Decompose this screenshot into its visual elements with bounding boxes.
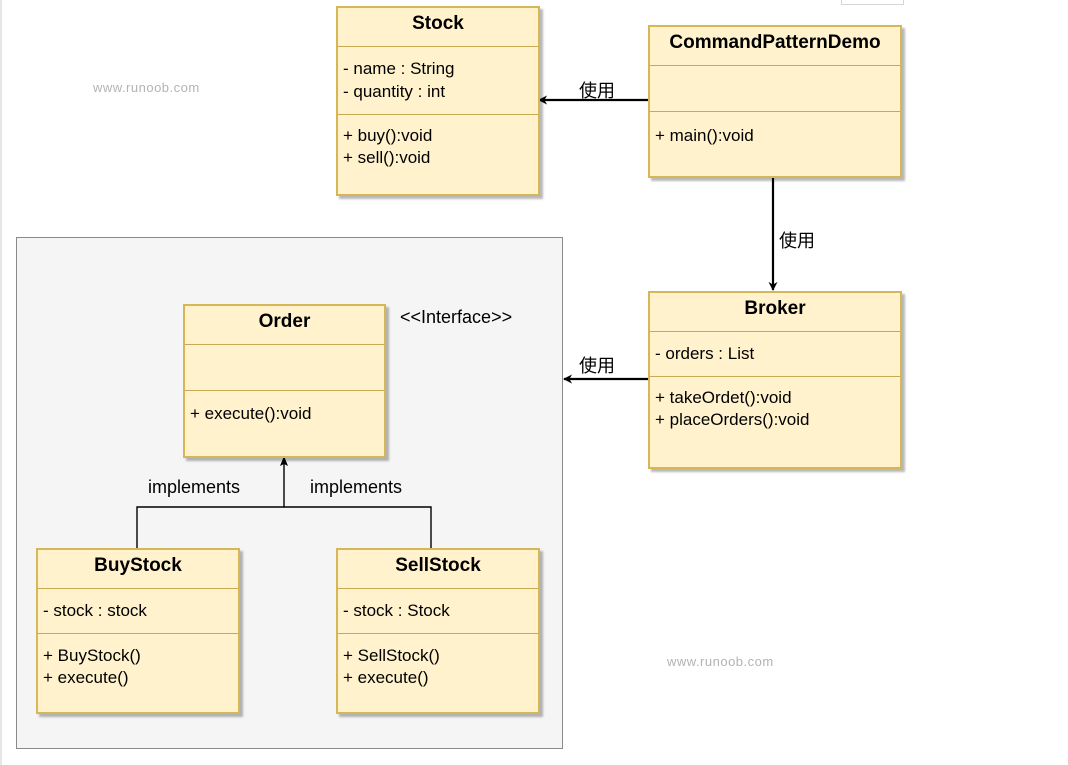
class-demo-method: + main():void <box>655 126 754 145</box>
class-demo-title: CommandPatternDemo <box>669 32 881 53</box>
class-buystock-title: BuyStock <box>94 555 182 576</box>
class-demo-divider-2 <box>650 111 900 112</box>
class-broker-divider-1 <box>650 331 900 332</box>
class-stock-divider-2 <box>338 114 538 115</box>
edge-label-demo-to-broker: 使用 <box>779 231 815 251</box>
edge-label-demo-to-stock: 使用 <box>579 81 615 101</box>
interface-stereotype-label: <<Interface>> <box>400 307 513 327</box>
class-stock-divider-1 <box>338 46 538 47</box>
canvas-left-edge <box>0 0 2 765</box>
class-broker-divider-2 <box>650 376 900 377</box>
class-stock[interactable]: Stock - name : String - quantity : int +… <box>336 6 540 196</box>
class-command-pattern-demo[interactable]: CommandPatternDemo + main():void <box>648 25 902 178</box>
edge-label-broker-to-orders: 使用 <box>579 356 615 376</box>
class-sellstock-method: + execute() <box>343 668 429 687</box>
class-demo-divider-1 <box>650 65 900 66</box>
class-stock-method: + sell():void <box>343 148 431 167</box>
class-sellstock-divider-2 <box>338 633 538 634</box>
class-stock-method: + buy():void <box>343 126 433 145</box>
class-buystock-divider-1 <box>38 588 238 589</box>
class-stock-attribute: - quantity : int <box>343 82 446 101</box>
class-broker-title: Broker <box>744 298 806 319</box>
edge-label-buy-implements: implements <box>148 477 241 497</box>
canvas-top-tab <box>841 0 904 5</box>
interface-order[interactable]: Order + execute():void <box>183 304 386 458</box>
edge-buystock-implements-order <box>136 456 288 548</box>
class-sellstock-divider-1 <box>338 588 538 589</box>
interface-order-title: Order <box>258 311 311 332</box>
class-broker[interactable]: Broker - orders : List + takeOrdet():voi… <box>648 291 902 469</box>
class-buystock-method: + execute() <box>43 668 129 687</box>
interface-order-divider-2 <box>185 390 384 391</box>
class-sellstock-method: + SellStock() <box>343 646 440 665</box>
interface-order-divider-1 <box>185 344 384 345</box>
edge-label-sell-implements: implements <box>310 477 403 497</box>
edge-sellstock-implements-order <box>284 506 432 548</box>
class-stock-attribute: - name : String <box>343 59 455 78</box>
class-broker-attribute: - orders : List <box>655 344 755 363</box>
class-broker-method: + placeOrders():void <box>655 410 810 429</box>
class-buystock-attribute: - stock : stock <box>43 601 147 620</box>
watermark-top: www.runoob.com <box>93 80 200 95</box>
class-sellstock[interactable]: SellStock - stock : Stock + SellStock() … <box>336 548 540 714</box>
interface-order-method: + execute():void <box>190 404 312 423</box>
class-buystock[interactable]: BuyStock - stock : stock + BuyStock() + … <box>36 548 240 714</box>
class-sellstock-attribute: - stock : Stock <box>343 601 450 620</box>
class-buystock-method: + BuyStock() <box>43 646 141 665</box>
class-stock-title: Stock <box>412 13 464 34</box>
class-buystock-divider-2 <box>38 633 238 634</box>
class-broker-method: + takeOrdet():void <box>655 388 792 407</box>
class-sellstock-title: SellStock <box>395 555 481 576</box>
watermark-bottom: www.runoob.com <box>667 654 774 669</box>
